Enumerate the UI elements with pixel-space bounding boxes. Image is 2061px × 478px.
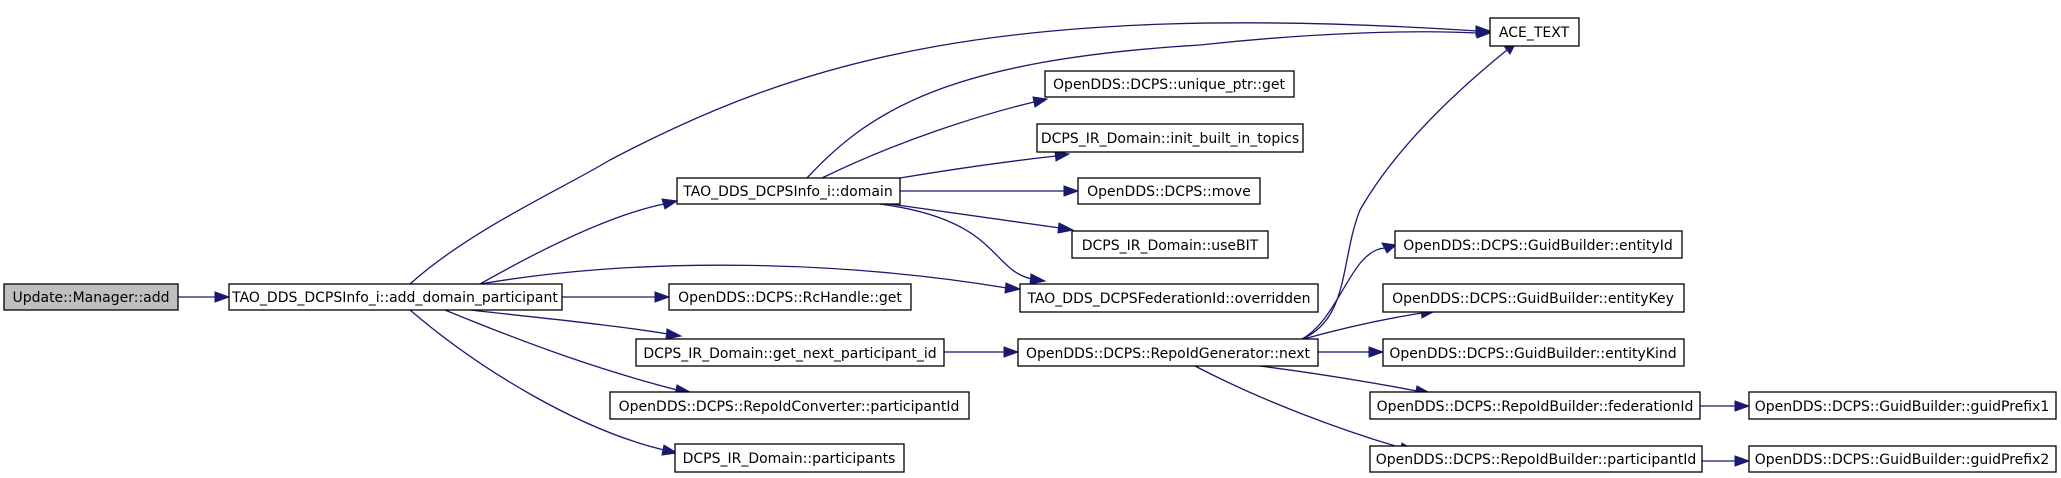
node-update-manager-add[interactable]: Update::Manager::add [3,283,179,311]
node-label: OpenDDS::DCPS::GuidBuilder::guidPrefix1 [1755,399,2050,415]
node-label: TAO_DDS_DCPSFederationId::overridden [1026,291,1310,307]
node-label: OpenDDS::DCPS::RepoIdGenerator::next [1026,346,1311,362]
edge-get-next-participant-id-to-repoid-generator-next [944,346,1020,358]
node-federationid[interactable]: OpenDDS::DCPS::RepoIdBuilder::federation… [1369,391,1701,420]
node-unique-ptr-get[interactable]: OpenDDS::DCPS::unique_ptr::get [1044,70,1295,98]
node-ace-text[interactable]: ACE_TEXT [1489,17,1580,47]
edge-add-domain-participant-to-rchandle-get [562,291,671,303]
node-usebit[interactable]: DCPS_IR_Domain::useBIT [1071,230,1269,259]
node-label: OpenDDS::DCPS::RcHandle::get [678,290,902,306]
node-label: OpenDDS::DCPS::RepoIdBuilder::federation… [1377,399,1694,415]
node-participantid-converter[interactable]: OpenDDS::DCPS::RepoIdConverter::particip… [609,391,970,420]
node-repoid-generator-next[interactable]: OpenDDS::DCPS::RepoIdGenerator::next [1017,338,1319,367]
node-label: ACE_TEXT [1499,25,1570,41]
node-label: OpenDDS::DCPS::GuidBuilder::entityKey [1392,291,1674,307]
node-move[interactable]: OpenDDS::DCPS::move [1077,177,1261,205]
edge-domain-to-move [900,185,1080,197]
node-label: OpenDDS::DCPS::RepoIdConverter::particip… [619,399,960,415]
node-label: DCPS_IR_Domain::participants [683,451,896,467]
node-participantid-builder[interactable]: OpenDDS::DCPS::RepoIdBuilder::participan… [1369,445,1703,473]
node-add-domain-participant[interactable]: TAO_DDS_DCPSInfo_i::add_domain_participa… [228,283,563,311]
node-label: DCPS_IR_Domain::get_next_participant_id [643,346,936,362]
edge-repoid-generator-next-to-entityid [1299,242,1398,341]
call-edges [178,22,1751,467]
node-tao-domain[interactable]: TAO_DDS_DCPSInfo_i::domain [676,177,901,205]
node-guidprefix2[interactable]: OpenDDS::DCPS::GuidBuilder::guidPrefix2 [1748,445,2057,473]
edge-add-domain-participant-to-ace-text [409,22,1492,285]
node-overridden[interactable]: TAO_DDS_DCPSFederationId::overridden [1019,283,1319,313]
node-label: OpenDDS::DCPS::GuidBuilder::guidPrefix2 [1755,452,2050,468]
call-graph-nodes: Update::Manager::add TAO_DDS_DCPSInfo_i:… [3,17,2057,473]
node-participants[interactable]: DCPS_IR_Domain::participants [674,443,905,473]
node-label: DCPS_IR_Domain::init_built_in_topics [1041,131,1299,147]
edge-add-to-add-domain-participant [178,291,231,303]
node-label: DCPS_IR_Domain::useBIT [1082,238,1259,254]
edge-repoid-generator-next-to-entitykind [1318,346,1385,358]
node-label: OpenDDS::DCPS::unique_ptr::get [1053,77,1285,93]
node-guidprefix1[interactable]: OpenDDS::DCPS::GuidBuilder::guidPrefix1 [1748,391,2057,420]
edge-domain-to-usebit [889,203,1075,234]
edge-domain-to-unique-ptr-get [821,96,1049,179]
node-entityid[interactable]: OpenDDS::DCPS::GuidBuilder::entityId [1394,230,1683,259]
node-label: TAO_DDS_DCPSInfo_i::add_domain_participa… [231,290,558,306]
node-label: OpenDDS::DCPS::GuidBuilder::entityId [1403,238,1672,254]
node-rchandle-get[interactable]: OpenDDS::DCPS::RcHandle::get [668,283,912,311]
node-entitykind[interactable]: OpenDDS::DCPS::GuidBuilder::entityKind [1382,338,1685,367]
node-entitykey[interactable]: OpenDDS::DCPS::GuidBuilder::entityKey [1382,283,1685,313]
node-label: OpenDDS::DCPS::RepoIdBuilder::participan… [1376,452,1697,468]
edge-add-domain-participant-to-overridden [479,264,1022,294]
node-init-built-in-topics[interactable]: DCPS_IR_Domain::init_built_in_topics [1036,123,1304,153]
edge-domain-to-init-built-in-topics [899,150,1071,179]
node-get-next-participant-id[interactable]: DCPS_IR_Domain::get_next_participant_id [635,338,945,367]
edge-add-domain-participant-to-domain [479,198,679,285]
edge-add-domain-participant-to-participants [409,309,679,456]
edge-participantid-builder-to-guidprefix2 [1702,455,1751,467]
edge-federationid-to-guidprefix1 [1700,400,1751,412]
node-label: OpenDDS::DCPS::GuidBuilder::entityKind [1389,346,1676,362]
node-label: TAO_DDS_DCPSInfo_i::domain [682,184,892,200]
edge-domain-to-ace-text [806,27,1492,179]
edge-add-domain-participant-to-get-next-participant-id [469,309,683,340]
node-label: Update::Manager::add [12,290,169,306]
node-label: OpenDDS::DCPS::move [1087,184,1251,200]
edge-domain-to-overridden [879,203,1047,285]
